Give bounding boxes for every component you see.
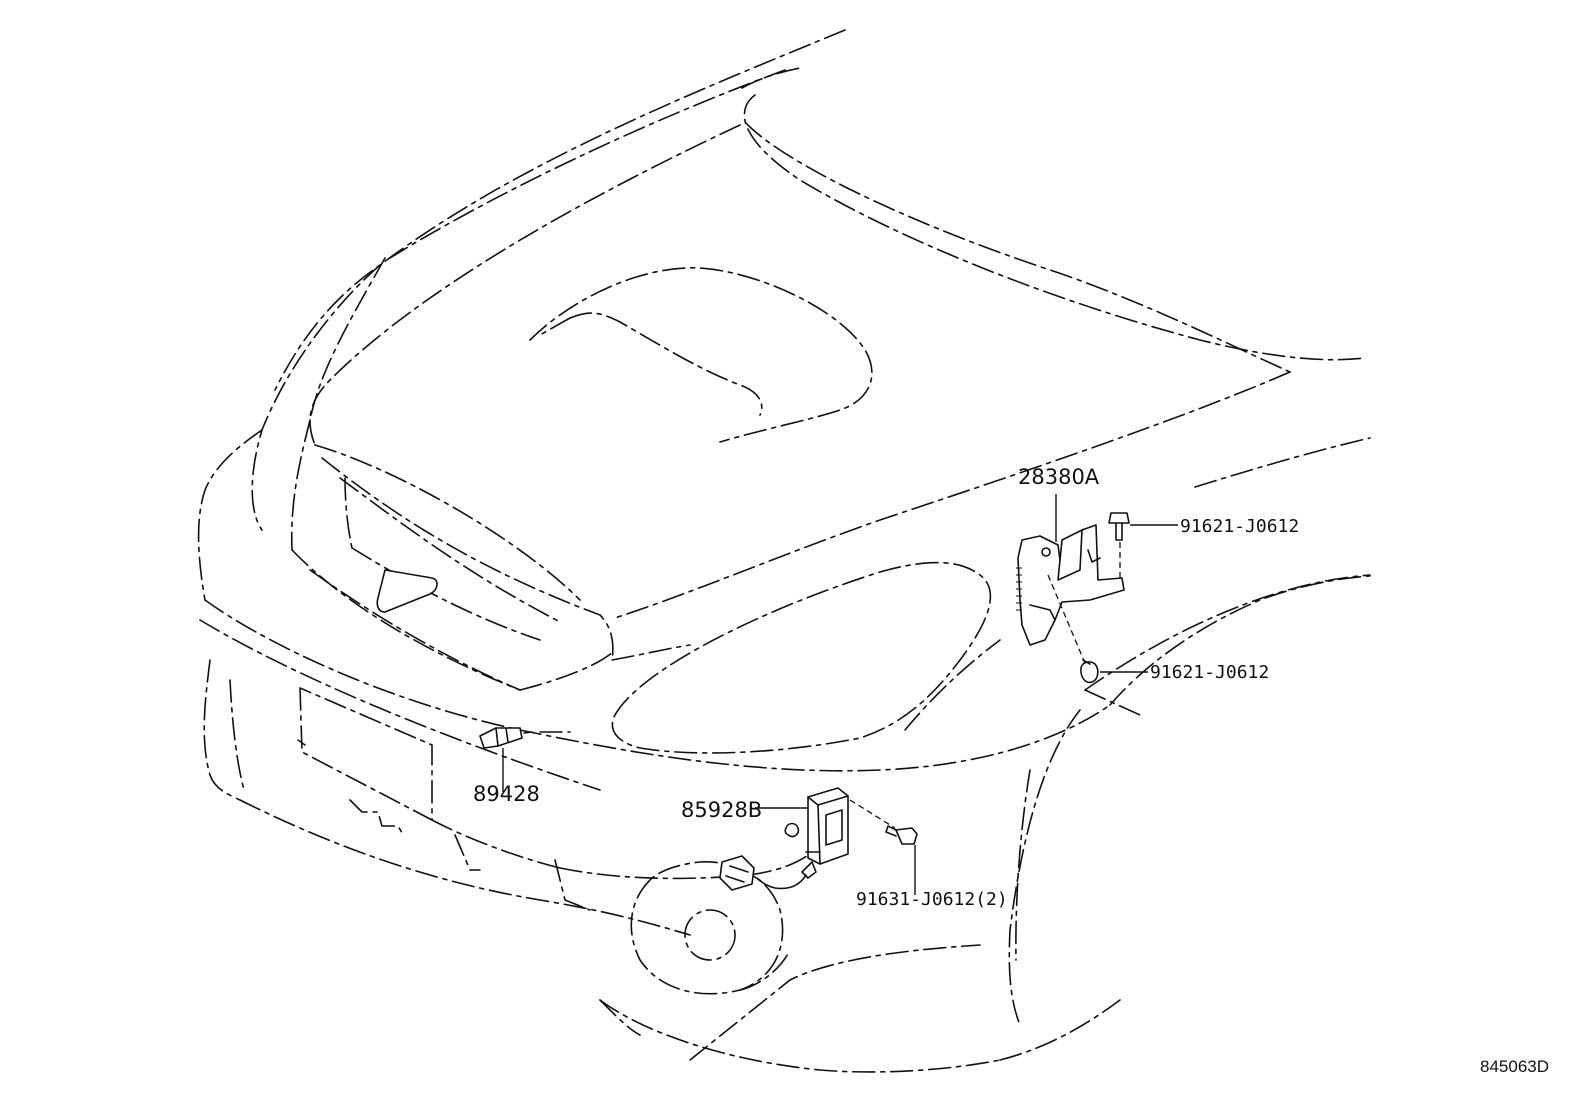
bracket-part: [1016, 524, 1125, 646]
front-sensor-part: [479, 727, 571, 749]
figure-code: 845063D: [1480, 1057, 1549, 1076]
bolt-sensor-part: [885, 825, 918, 845]
callout-bolt-upper-label: 91621-J0612: [1180, 516, 1299, 537]
callout-bracket-label: 28380A: [1018, 465, 1100, 489]
bolt-upper-part: [1108, 512, 1130, 580]
sensor-box-part: [719, 787, 896, 891]
callout-bolt-sensor-label: 91631-J0612(2): [856, 889, 1008, 910]
callout-sensor-box-label: 85928B: [681, 798, 762, 822]
callout-front-sensor-label: 89428: [473, 782, 540, 806]
leader-lines: [502, 494, 1178, 895]
bolt-lower-part: [1047, 574, 1099, 684]
callout-bolt-lower-label: 91621-J0612: [1150, 662, 1269, 683]
car-body-outline: [197, 29, 1371, 1073]
